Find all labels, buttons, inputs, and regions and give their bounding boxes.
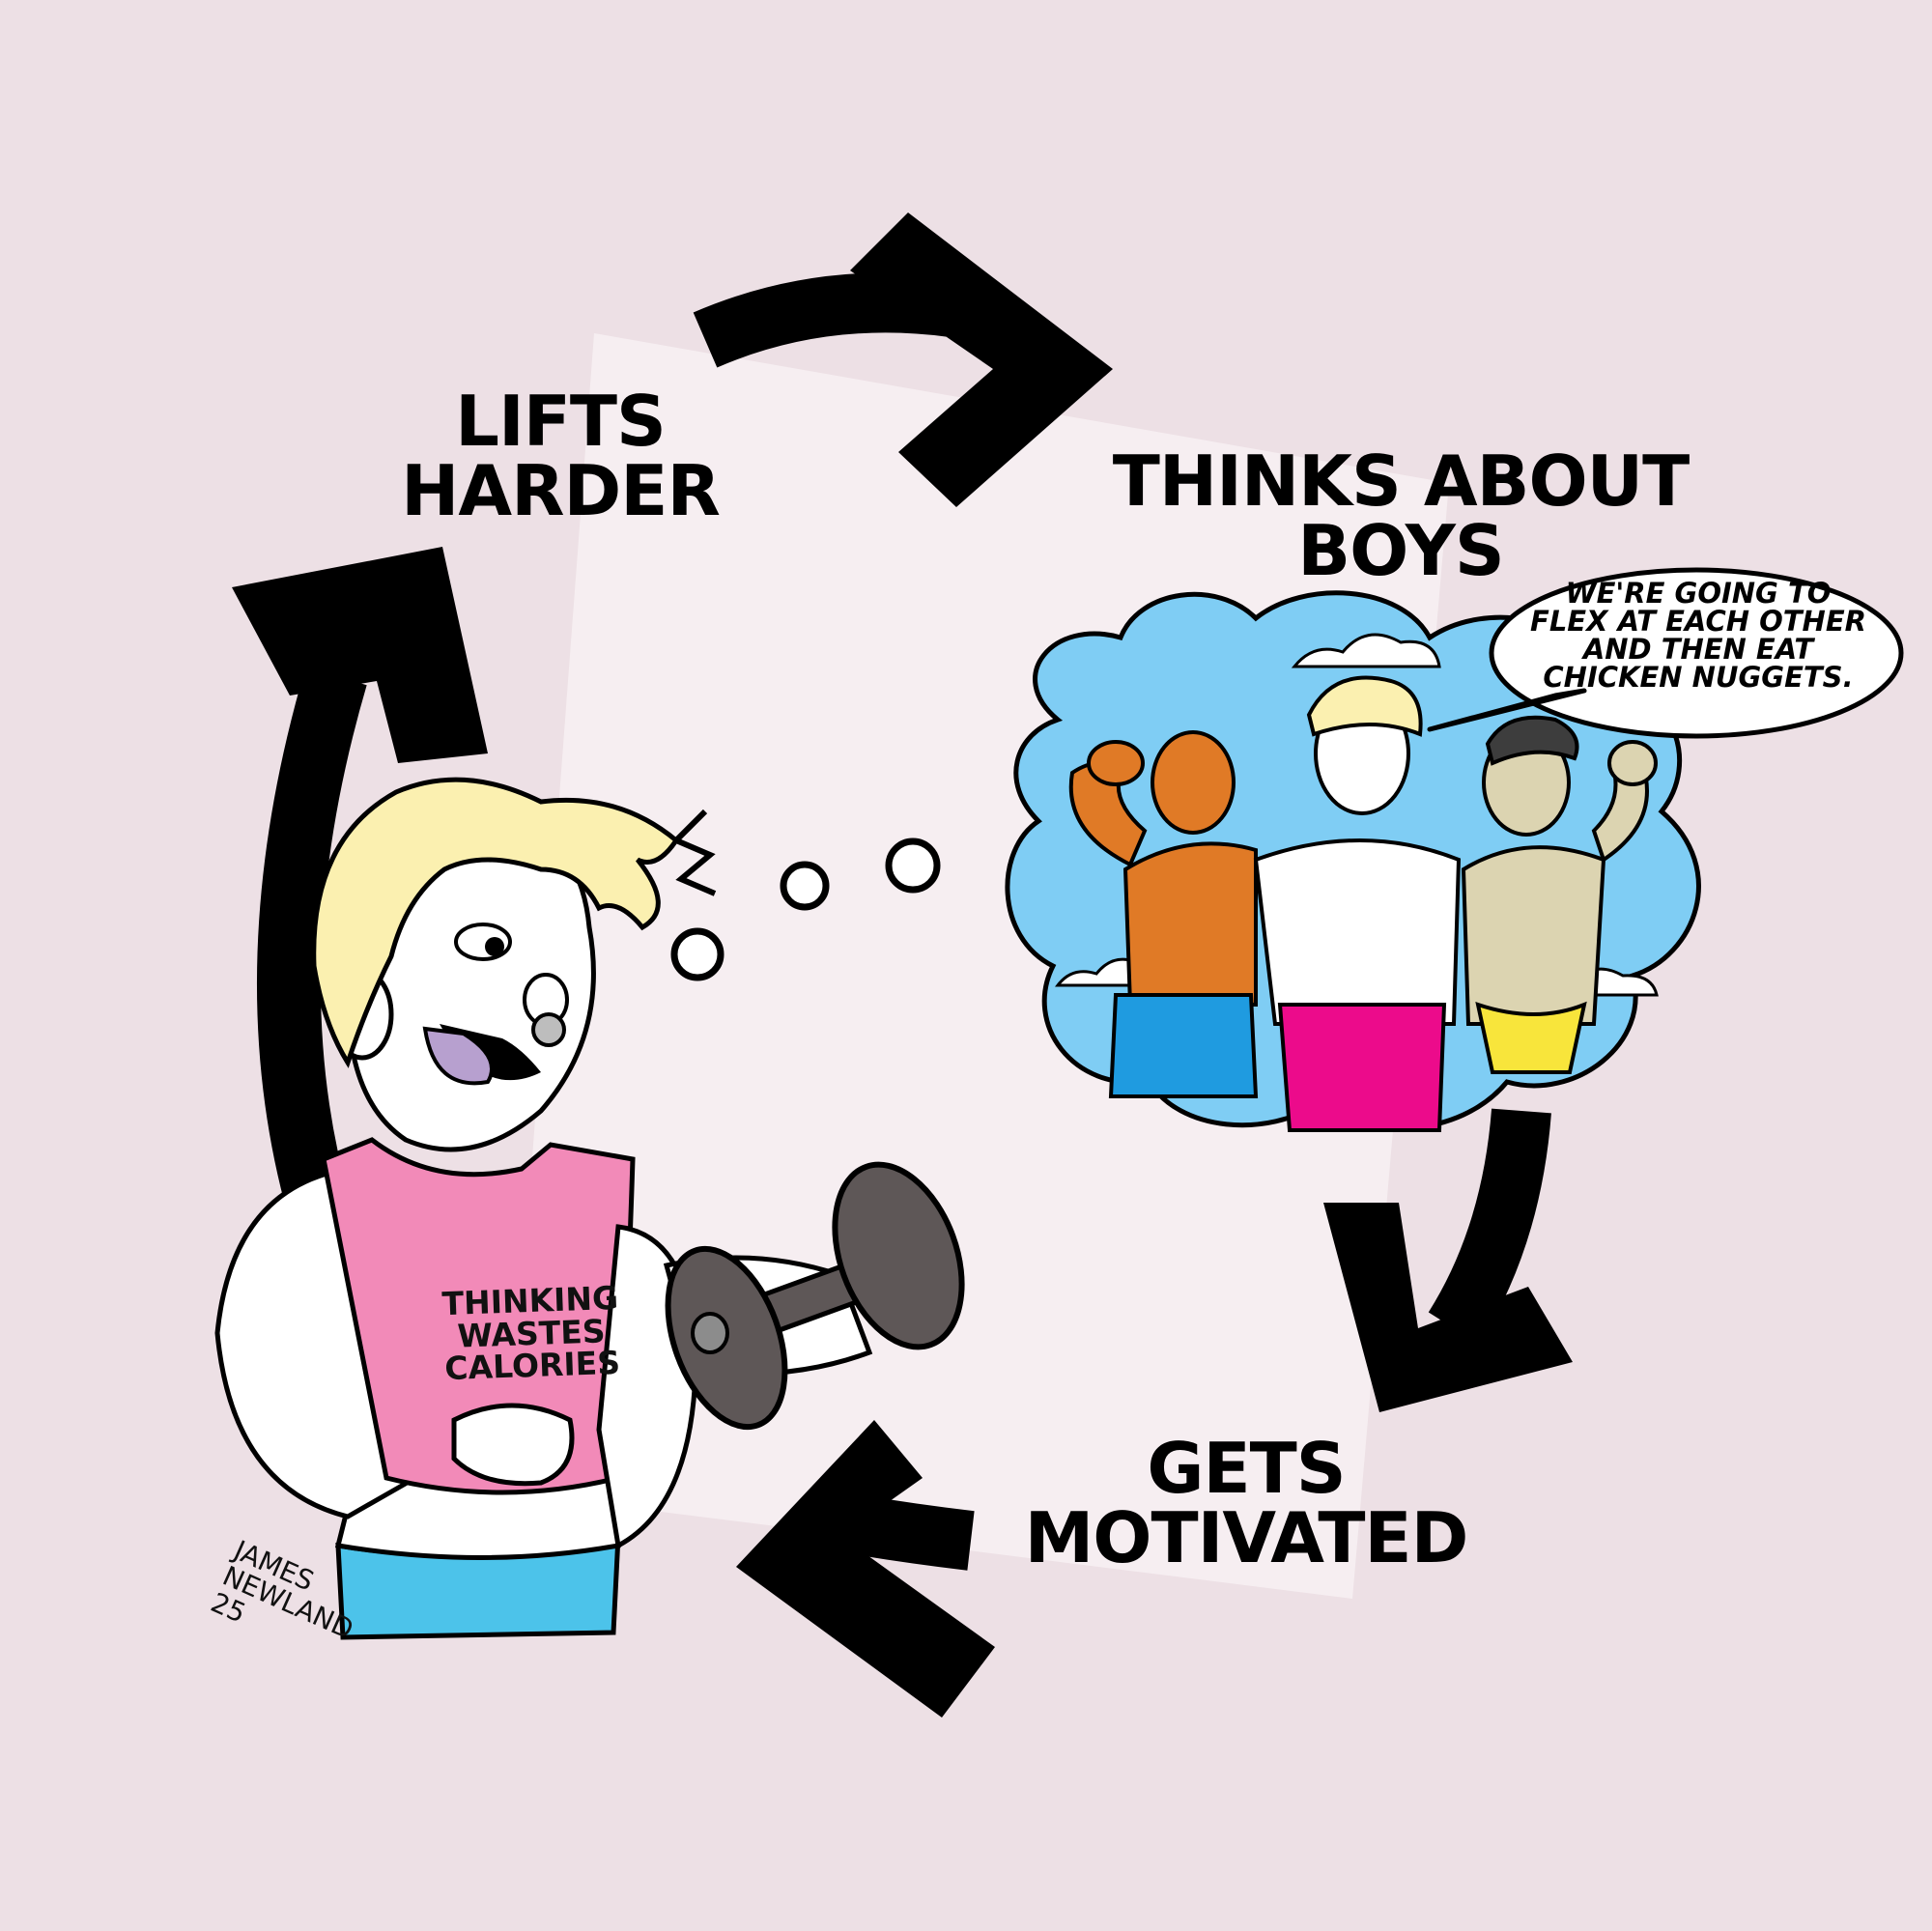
cycle-arrow-icon [693, 213, 1113, 507]
step-label-line: THINKS ABOUT [1112, 440, 1690, 522]
speech-line: AND THEN EAT [1582, 633, 1814, 666]
speech-line: WE'RE GOING TO [1565, 577, 1832, 610]
dark-haired-bodybuilder [1461, 715, 1658, 1074]
step-label-line: GETS [1147, 1428, 1346, 1509]
step-label-line: BOYS [1297, 510, 1505, 591]
lifter-character [214, 777, 873, 1640]
step-label-line: HARDER [401, 450, 721, 531]
speech-line: FLEX AT EACH OTHER [1530, 605, 1866, 638]
shirt-line: CALORIES [443, 1344, 621, 1388]
cycle-arrow-icon [1323, 1108, 1573, 1412]
step-label-lifts-harder: LIFTS HARDER [367, 386, 753, 525]
speech-line: CHICKEN NUGGETS. [1543, 661, 1854, 694]
step-label-thinks-about-boys: THINKS ABOUT BOYS [1082, 446, 1719, 585]
shirt-slogan: THINKING WASTES CALORIES [413, 1279, 648, 1388]
tan-bodybuilder [1068, 730, 1259, 1098]
dumbbell-icon [665, 1161, 965, 1431]
step-label-line: LIFTS [455, 381, 667, 462]
blond-bodybuilder [1253, 675, 1462, 1132]
thought-dots [670, 809, 941, 981]
thought-bubble-icon [1005, 590, 1701, 1132]
speech-bubble-text: WE'RE GOING TO FLEX AT EACH OTHER AND TH… [1515, 580, 1882, 692]
step-label-line: MOTIVATED [1024, 1497, 1469, 1578]
speech-bubble-icon [1427, 567, 1904, 739]
cycle-arrow-icon [736, 1420, 995, 1718]
cycle-arrow-icon [232, 547, 488, 1216]
step-label-gets-motivated: GETS MOTIVATED [1005, 1434, 1488, 1573]
